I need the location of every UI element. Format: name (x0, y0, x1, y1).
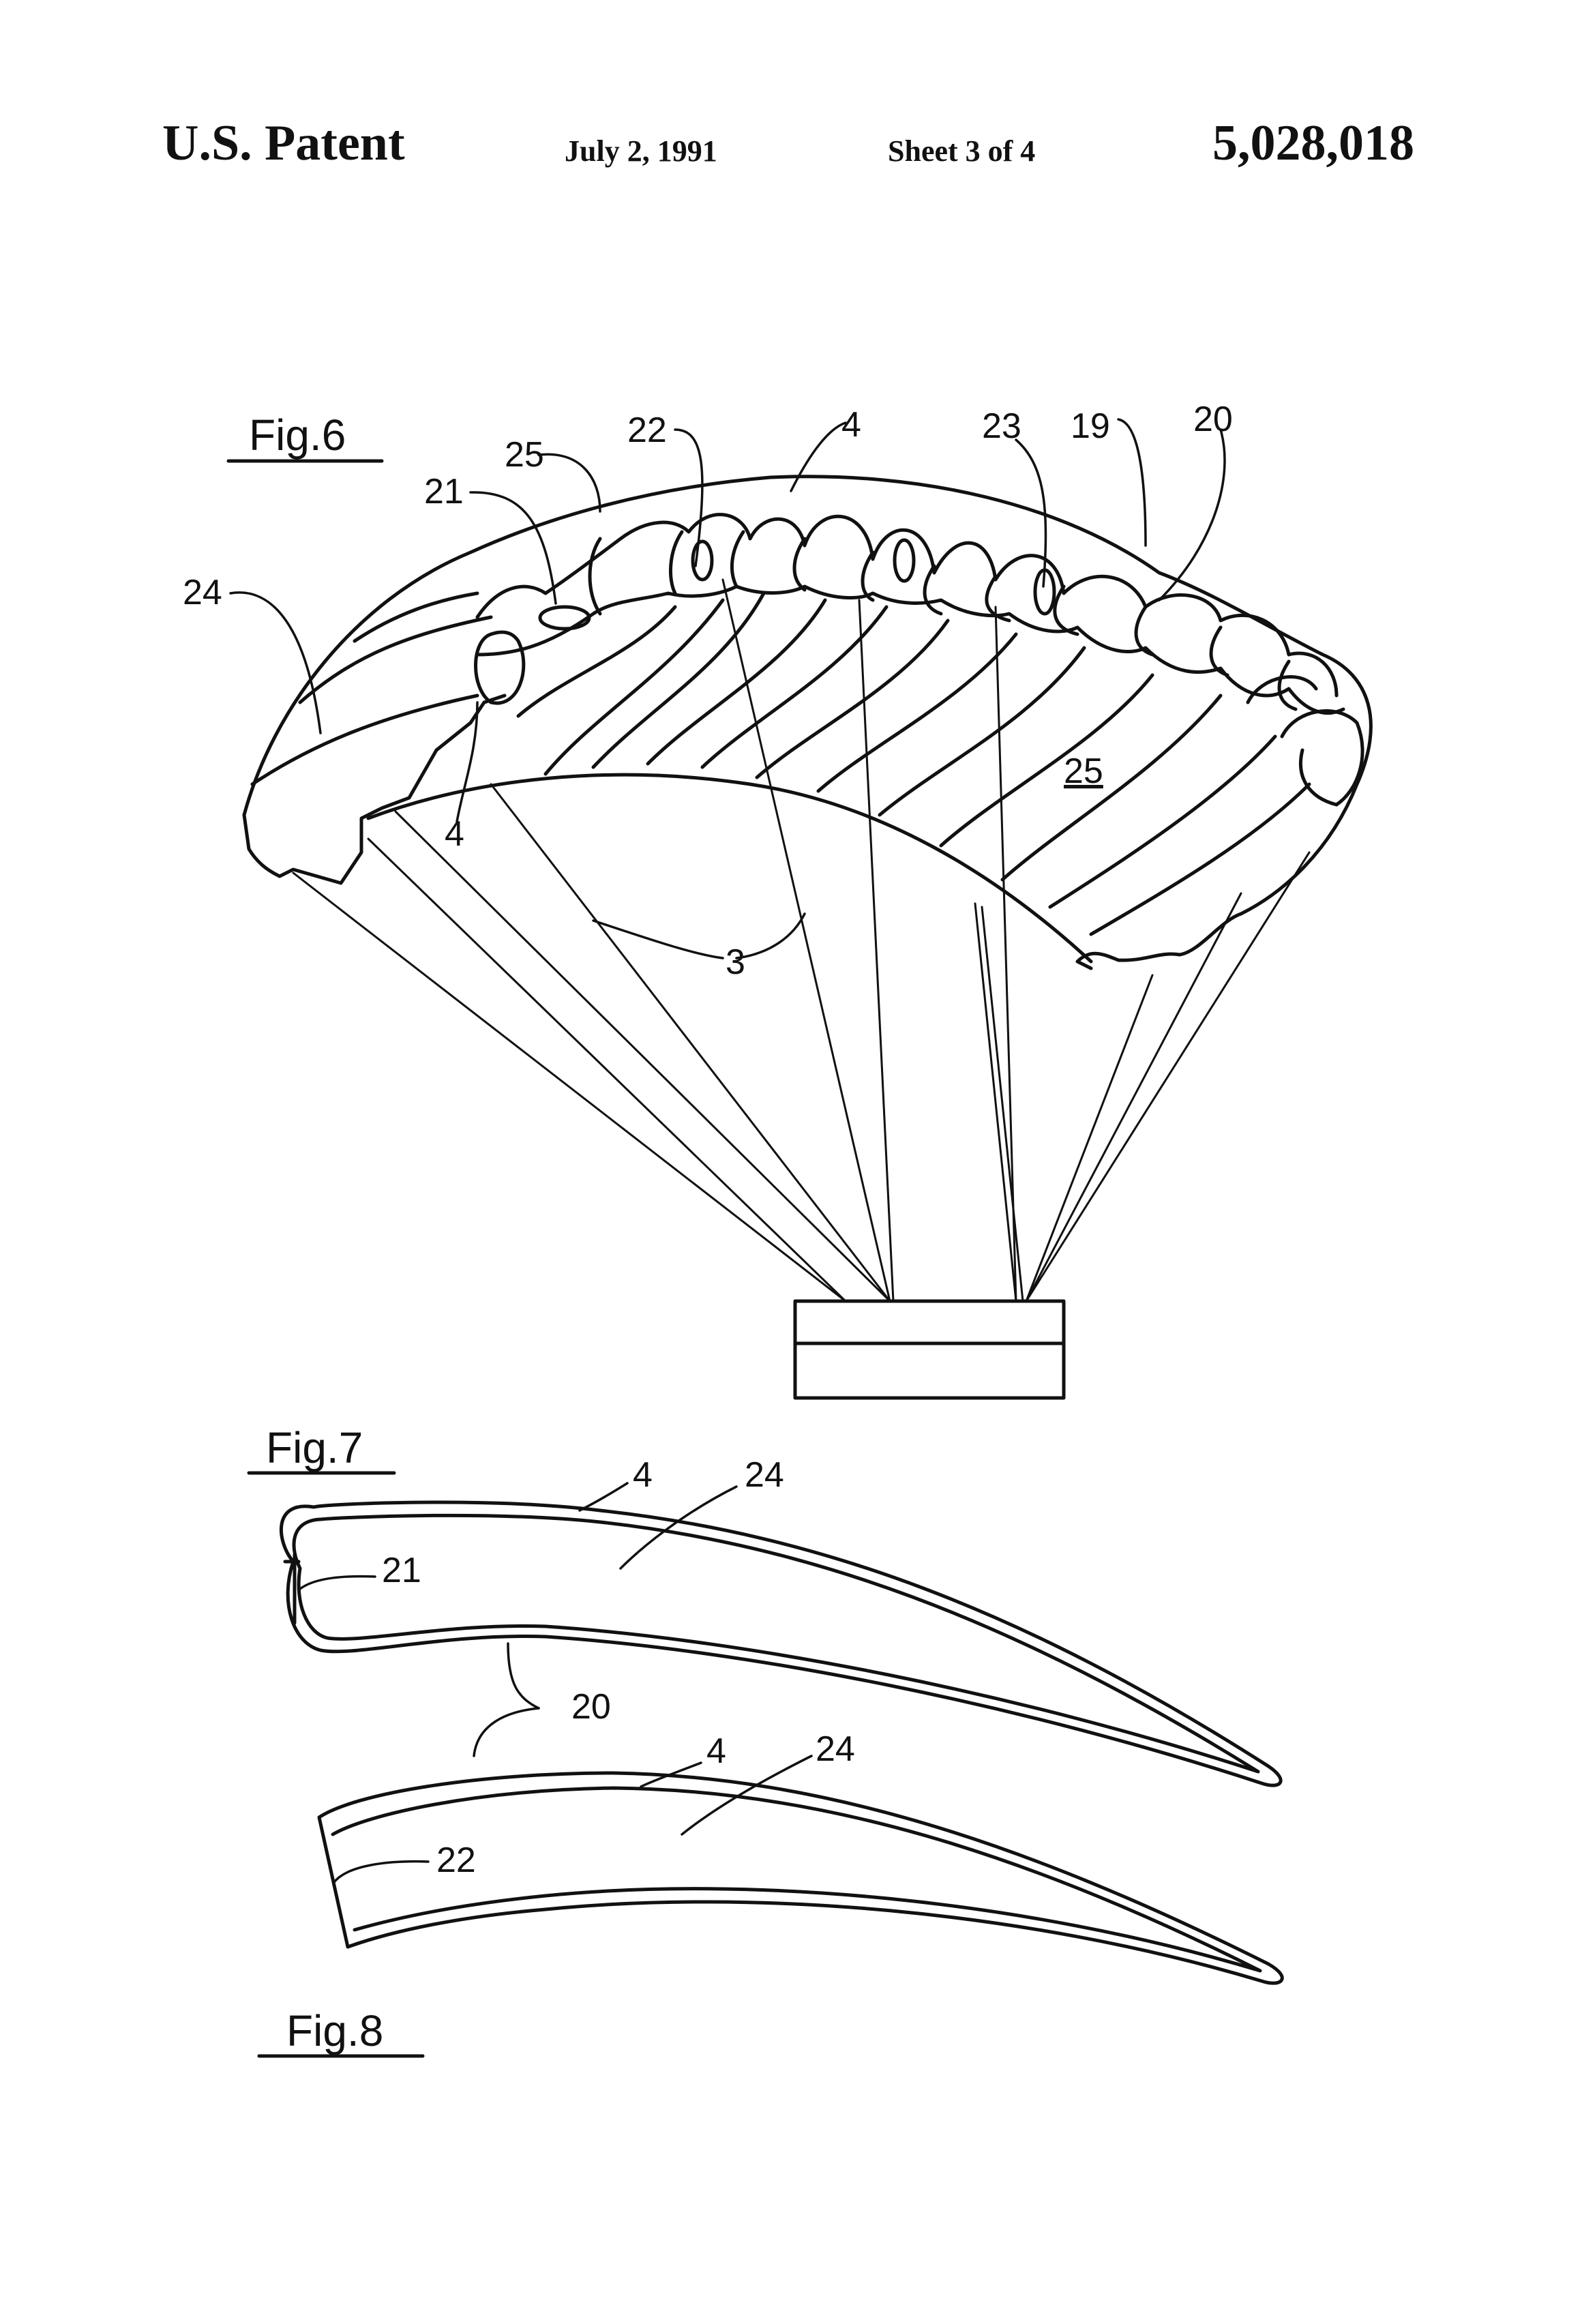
fig8-airfoil-outer (317, 1771, 1284, 1985)
fig6-label-22: 22 (627, 411, 667, 450)
fig7-label-24: 24 (745, 1455, 784, 1495)
fig7-label-20: 20 (571, 1687, 611, 1727)
fig6-vent-22 (691, 539, 714, 582)
fig6-cell-dividers (588, 530, 1298, 711)
fig7-label-4: 4 (633, 1455, 653, 1495)
fig6-canopy-left-bottom (242, 694, 507, 885)
fig6-leader-lines (229, 418, 1226, 959)
fig6-canopy-inner-chord (366, 773, 1093, 964)
fig6-suspension-lines (292, 578, 1311, 1302)
fig6-label-4-left: 4 (445, 814, 464, 854)
fig6-cell-bottoms (475, 584, 1345, 715)
fig6-label-24: 24 (183, 573, 222, 612)
patent-header-number: 5,028,018 (1212, 115, 1414, 171)
fig7-inlet-opening (283, 1553, 301, 1625)
fig8-caption: Fig.8 (286, 2006, 383, 2055)
fig7-airfoil-outer (280, 1500, 1283, 1787)
fig8-airfoil-inner (331, 1786, 1262, 1973)
patent-header-date: July 2, 1991 (565, 134, 717, 168)
fig6-label-25-top: 25 (505, 435, 544, 475)
fig6-side-cell (474, 630, 526, 705)
fig6-left-panel (250, 591, 493, 786)
fig6-label-4-top: 4 (841, 405, 861, 445)
fig6-label-25-mid: 25 (1064, 751, 1103, 791)
fig6-caption: Fig.6 (249, 411, 346, 460)
fig6-payload-box (793, 1299, 1066, 1400)
fig6-vent-mid (893, 538, 916, 583)
fig6-label-23: 23 (982, 406, 1021, 446)
fig7-leader-lines (299, 1482, 738, 1757)
fig6-label-21: 21 (424, 472, 464, 511)
fig6-label-20: 20 (1193, 400, 1233, 439)
fig8-label-22: 22 (436, 1841, 476, 1880)
fig7-caption: Fig.7 (266, 1423, 363, 1472)
fig8-drawing: 4 24 22 Fig.8 (257, 1729, 1284, 2058)
patent-header-title: U.S. Patent (162, 115, 405, 171)
fig8-leader-lines (333, 1755, 813, 1883)
fig7-airfoil-inner (292, 1513, 1260, 1774)
patent-header-sheet: Sheet 3 of 4 (888, 134, 1036, 168)
fig6-vent-21 (538, 605, 591, 631)
fig7-label-21: 21 (382, 1551, 421, 1590)
fig6-label-19: 19 (1071, 406, 1110, 446)
fig6-canopy-outline (242, 475, 1373, 970)
fig6-leading-cells (475, 513, 1339, 698)
fig6-canopy-ribs (516, 591, 1311, 936)
fig7-drawing: Fig.7 4 24 21 20 (247, 1423, 1283, 1787)
fig6-label-3: 3 (726, 942, 745, 982)
fig6-drawing: Fig.6 (183, 400, 1373, 1400)
fig8-label-4: 4 (706, 1731, 726, 1771)
fig8-label-24: 24 (816, 1729, 855, 1769)
